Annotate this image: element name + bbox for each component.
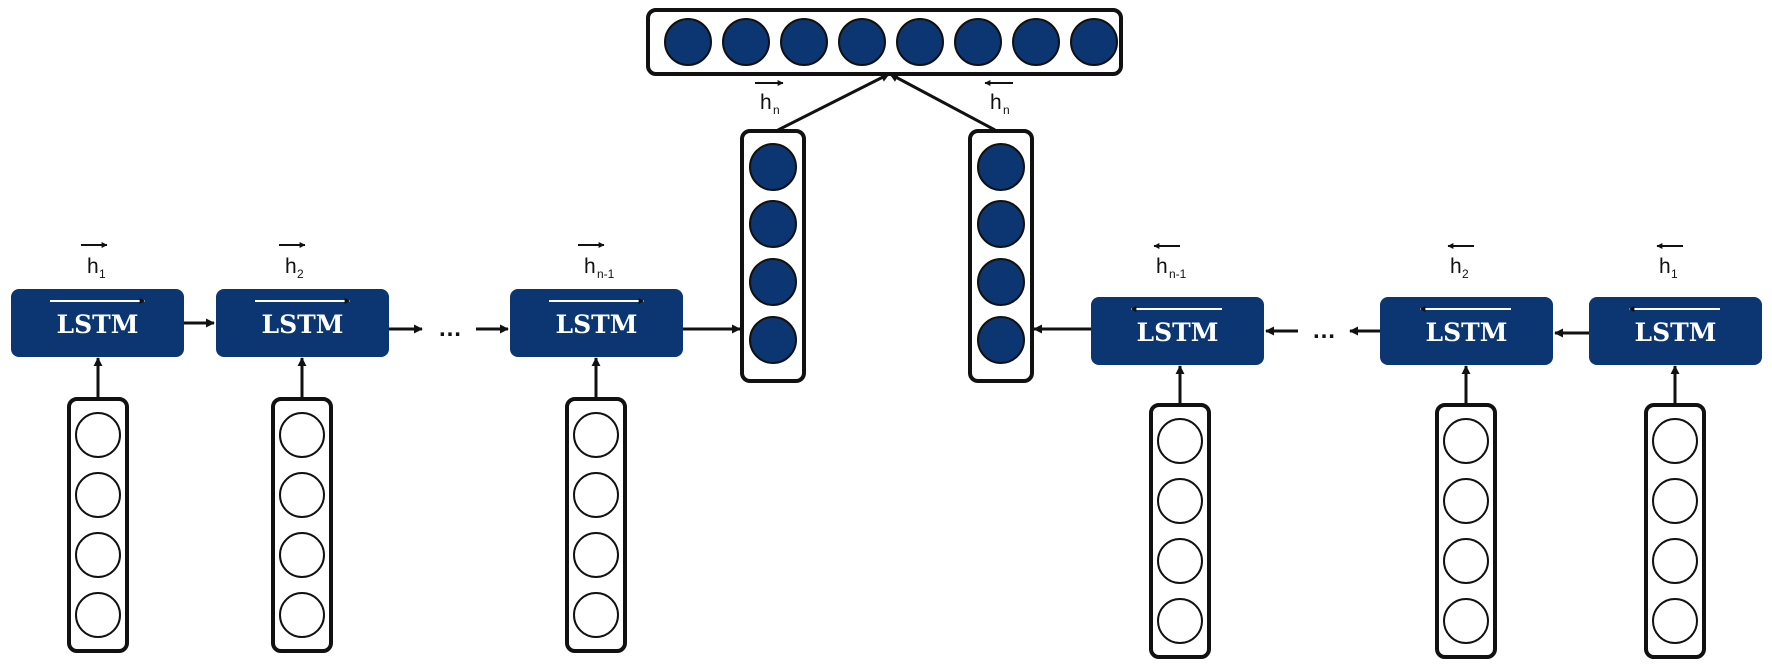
backward-lstm-cell-1: LSTM xyxy=(1589,297,1762,365)
input-neuron xyxy=(1157,478,1203,524)
forward-lstm-cell-n-1: LSTM xyxy=(510,289,683,357)
backward-input-2-vector xyxy=(1435,365,1497,659)
output-neurons xyxy=(664,18,1118,66)
backward-lstm-cell-2: LSTM xyxy=(1380,297,1553,365)
backward-final-hidden-vector xyxy=(968,129,1034,383)
backward-input-n-1-vector xyxy=(1149,365,1211,659)
input-neuron xyxy=(573,472,619,518)
backward-hn-1-label: h n-1 xyxy=(1153,243,1187,281)
h-letter: h xyxy=(1156,255,1168,278)
backward-final-state-label: h n xyxy=(984,80,1013,117)
input-neuron xyxy=(1157,538,1203,584)
forward-input-2-vector xyxy=(271,357,333,653)
backward-lstm-cell-n-1: LSTM xyxy=(1091,297,1264,365)
lstm-label: LSTM xyxy=(556,310,638,339)
h-letter: h xyxy=(1450,255,1462,278)
input-neuron xyxy=(573,532,619,578)
input-neuron xyxy=(1443,598,1489,644)
input-neuron xyxy=(1443,538,1489,584)
input-neuron xyxy=(1652,538,1698,584)
output-neuron xyxy=(896,18,944,66)
h-subscript: 2 xyxy=(1462,267,1469,281)
input-vectors xyxy=(67,357,1706,659)
h-subscript: 2 xyxy=(297,267,304,281)
input-neuron xyxy=(1157,418,1203,464)
output-neuron xyxy=(1070,18,1118,66)
input-neuron xyxy=(1157,598,1203,644)
output-neuron xyxy=(1012,18,1060,66)
forward-lstm-cell-1: LSTM xyxy=(11,289,184,357)
output-neuron xyxy=(780,18,828,66)
forward-final-hidden-vector xyxy=(740,129,806,383)
input-neuron xyxy=(75,592,121,638)
input-neuron xyxy=(279,532,325,578)
backward-final-to-output-arrow xyxy=(889,72,996,132)
h-letter: h xyxy=(1659,255,1671,278)
input-neuron xyxy=(1652,478,1698,524)
lstm-label: LSTM xyxy=(1426,318,1508,347)
h-subscript: n xyxy=(1003,103,1010,117)
input-neuron xyxy=(573,592,619,638)
lstm-label: LSTM xyxy=(57,310,139,339)
lstm-label: LSTM xyxy=(1137,318,1219,347)
forward-input-1-vector xyxy=(67,357,129,653)
input-neuron xyxy=(1443,418,1489,464)
backward-h1-label: h 1 xyxy=(1656,243,1683,281)
forward-lstm-cell-2: LSTM xyxy=(216,289,389,357)
backward-input-1-vector xyxy=(1644,365,1706,659)
forward-ellipsis: … xyxy=(438,315,462,342)
forward-final-state-label: h n xyxy=(755,80,784,117)
h-subscript: n-1 xyxy=(597,267,615,281)
h-subscript: 1 xyxy=(1671,267,1678,281)
h-subscript: n-1 xyxy=(1169,267,1187,281)
forward-input-n-1-vector xyxy=(565,357,627,653)
lstm-label: LSTM xyxy=(262,310,344,339)
input-neuron xyxy=(75,472,121,518)
input-neuron xyxy=(75,532,121,578)
output-neuron xyxy=(954,18,1002,66)
input-neuron xyxy=(573,412,619,458)
forward-hn-1-label: h n-1 xyxy=(578,242,615,281)
forward-h2-label: h 2 xyxy=(279,242,306,281)
h-letter: h xyxy=(285,255,297,278)
input-neuron xyxy=(1652,418,1698,464)
h-letter: h xyxy=(584,255,596,278)
forward-h1-label: h 1 xyxy=(81,242,108,281)
output-neuron xyxy=(722,18,770,66)
lstm-label: LSTM xyxy=(1635,318,1717,347)
input-neuron xyxy=(1652,598,1698,644)
backward-ellipsis: … xyxy=(1312,317,1336,344)
h-letter: h xyxy=(87,255,99,278)
output-neuron xyxy=(664,18,712,66)
h-letter: h xyxy=(760,91,772,114)
h-subscript: 1 xyxy=(99,267,106,281)
input-neuron xyxy=(279,412,325,458)
output-vector xyxy=(646,8,1123,76)
h-letter: h xyxy=(990,91,1002,114)
forward-final-to-output-arrow xyxy=(777,72,890,132)
input-neuron xyxy=(1443,478,1489,524)
input-neuron xyxy=(75,412,121,458)
input-neuron xyxy=(279,472,325,518)
h-subscript: n xyxy=(773,103,780,117)
output-neuron xyxy=(838,18,886,66)
input-neuron xyxy=(279,592,325,638)
backward-h2-label: h 2 xyxy=(1447,243,1474,281)
